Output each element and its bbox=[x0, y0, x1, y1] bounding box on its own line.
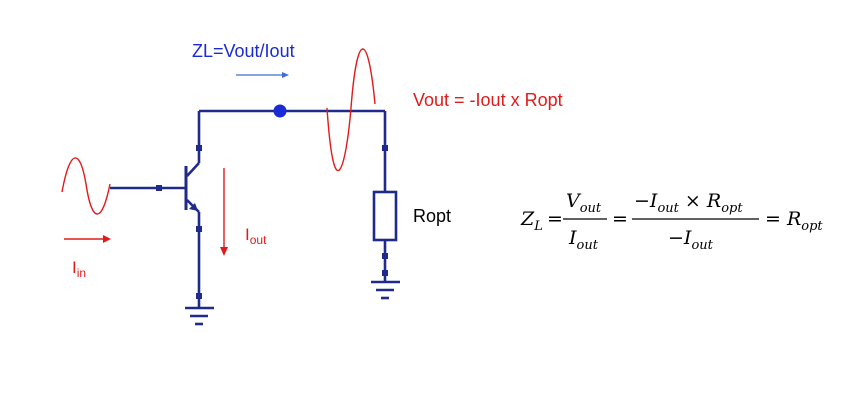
frac2-numerator: −Iout × Ropt bbox=[634, 190, 743, 216]
output-current-arrow bbox=[220, 168, 228, 256]
resistor-ropt bbox=[372, 190, 398, 242]
vout-relation-label: Vout = -Iout x Ropt bbox=[413, 90, 563, 110]
output-current-label: Iout bbox=[245, 225, 267, 247]
npn-transistor bbox=[110, 111, 201, 302]
emitter-arrow-icon bbox=[189, 203, 198, 211]
output-node bbox=[273, 104, 287, 118]
eq-sign-2: = bbox=[612, 208, 628, 230]
ground-icon bbox=[371, 280, 400, 300]
output-wires bbox=[199, 109, 387, 282]
frac2-denominator: −Iout bbox=[668, 227, 714, 253]
resistor-label: Ropt bbox=[413, 206, 451, 226]
input-sine-wave bbox=[61, 157, 111, 215]
eq-sign-1: = bbox=[547, 208, 563, 230]
ground-icon bbox=[185, 306, 214, 326]
impedance-direction-arrow bbox=[236, 72, 289, 78]
input-current-label: Iin bbox=[72, 258, 86, 280]
eq-lhs: ZL bbox=[520, 208, 543, 234]
node-markers bbox=[156, 145, 388, 299]
input-current-arrow bbox=[64, 235, 111, 243]
eq-rhs: = Ropt bbox=[765, 208, 823, 234]
frac1-denominator: Iout bbox=[568, 227, 599, 253]
impedance-equation: ZL = Vout Iout = −Iout × Ropt −Iout = Ro… bbox=[520, 190, 823, 253]
impedance-definition-label: ZL=Vout/Iout bbox=[192, 41, 295, 61]
frac1-numerator: Vout bbox=[566, 190, 602, 216]
output-sine-wave bbox=[326, 48, 376, 172]
